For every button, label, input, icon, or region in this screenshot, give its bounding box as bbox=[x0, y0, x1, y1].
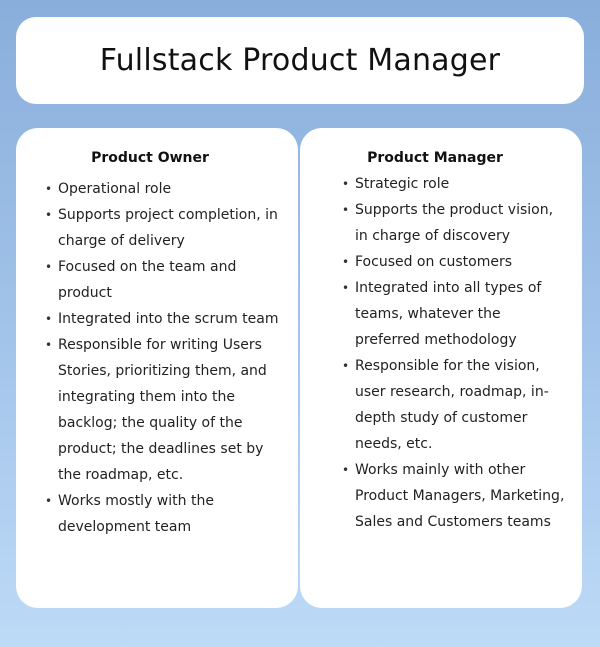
list-item: •Operational role bbox=[45, 176, 288, 202]
product-manager-card: Product Manager •Strategic role •Support… bbox=[300, 128, 582, 608]
bullet-icon: • bbox=[342, 359, 350, 373]
bullet-icon: • bbox=[45, 312, 53, 326]
bullet-icon: • bbox=[45, 494, 53, 508]
list-item: •Responsible for the vision, user resear… bbox=[342, 353, 568, 457]
bullet-icon: • bbox=[45, 208, 53, 222]
bullet-icon: • bbox=[45, 260, 53, 274]
list-item: •Focused on customers bbox=[342, 249, 568, 275]
list-item: •Responsible for writing Users Stories, … bbox=[45, 332, 288, 488]
bullet-icon: • bbox=[342, 203, 350, 217]
list-item: •Integrated into all types of teams, wha… bbox=[342, 275, 568, 353]
product-manager-heading: Product Manager bbox=[367, 150, 503, 166]
bullet-icon: • bbox=[342, 463, 350, 477]
bullet-icon: • bbox=[342, 281, 350, 295]
bullet-icon: • bbox=[45, 338, 53, 352]
page-title: Fullstack Product Manager bbox=[99, 43, 501, 78]
list-item: •Works mostly with the development team bbox=[45, 488, 288, 540]
product-owner-list: •Operational role •Supports project comp… bbox=[16, 176, 298, 540]
list-item: •Strategic role bbox=[342, 171, 568, 197]
bullet-icon: • bbox=[45, 182, 53, 196]
title-card: Fullstack Product Manager bbox=[16, 17, 584, 104]
list-item: •Focused on the team and product bbox=[45, 254, 288, 306]
bullet-icon: • bbox=[342, 255, 350, 269]
list-item: •Supports project completion, in charge … bbox=[45, 202, 288, 254]
bullet-icon: • bbox=[342, 177, 350, 191]
product-owner-card: Product Owner •Operational role •Support… bbox=[16, 128, 298, 608]
product-manager-list: •Strategic role •Supports the product vi… bbox=[300, 171, 582, 535]
list-item: •Integrated into the scrum team bbox=[45, 306, 288, 332]
list-item: •Supports the product vision, in charge … bbox=[342, 197, 568, 249]
list-item: •Works mainly with other Product Manager… bbox=[342, 457, 568, 535]
product-owner-heading: Product Owner bbox=[91, 150, 209, 166]
